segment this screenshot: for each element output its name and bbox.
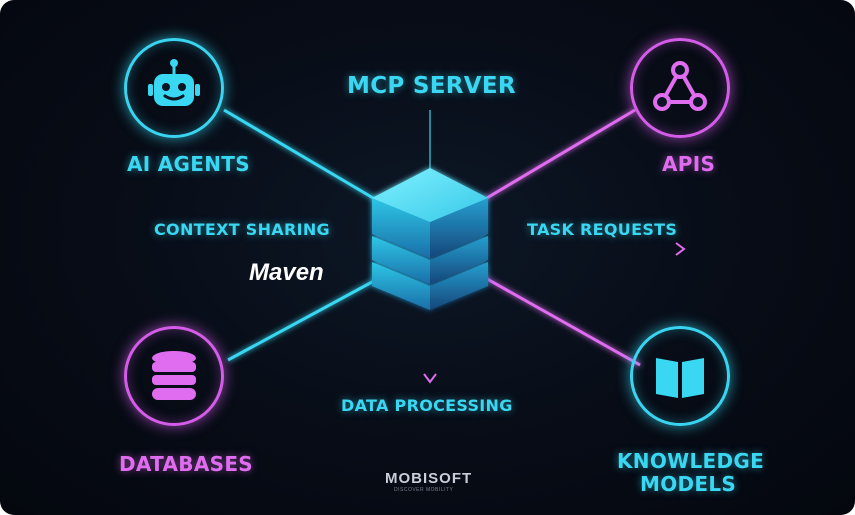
task-requests-label: TASK REQUESTS [527,220,678,239]
ai-agents-node [124,38,224,138]
database-icon [152,351,196,400]
maven-wordmark: Maven [249,259,324,286]
databases-node [124,326,224,426]
link-knowledge [479,273,641,367]
mcp-server-title: MCP SERVER [347,73,516,99]
context-sharing-label: CONTEXT SHARING [154,220,330,239]
knowledge-models-label-line2: MODELS [640,472,737,496]
network-triangle-icon [653,61,707,111]
data-processing-label: DATA PROCESSING [341,396,513,415]
arrow-data [423,373,437,384]
robot-icon [148,59,200,106]
knowledge-models-label-line1: KNOWLEDGE [617,449,765,473]
arrow-task [675,242,686,256]
mobisoft-logo: MOBISOFT [385,470,473,487]
link-apis [474,108,636,207]
ai-agents-label: AI AGENTS [127,152,250,176]
server-stack-icon [372,168,488,310]
knowledge-models-node [630,326,730,426]
book-icon [656,358,704,398]
link-databases [227,273,386,362]
apis-label: APIS [662,152,716,176]
apis-node [630,38,730,138]
databases-label: DATABASES [119,452,253,476]
link-ai-agents [223,108,386,207]
mobisoft-tagline: DISCOVER MOBILITY [394,487,454,493]
